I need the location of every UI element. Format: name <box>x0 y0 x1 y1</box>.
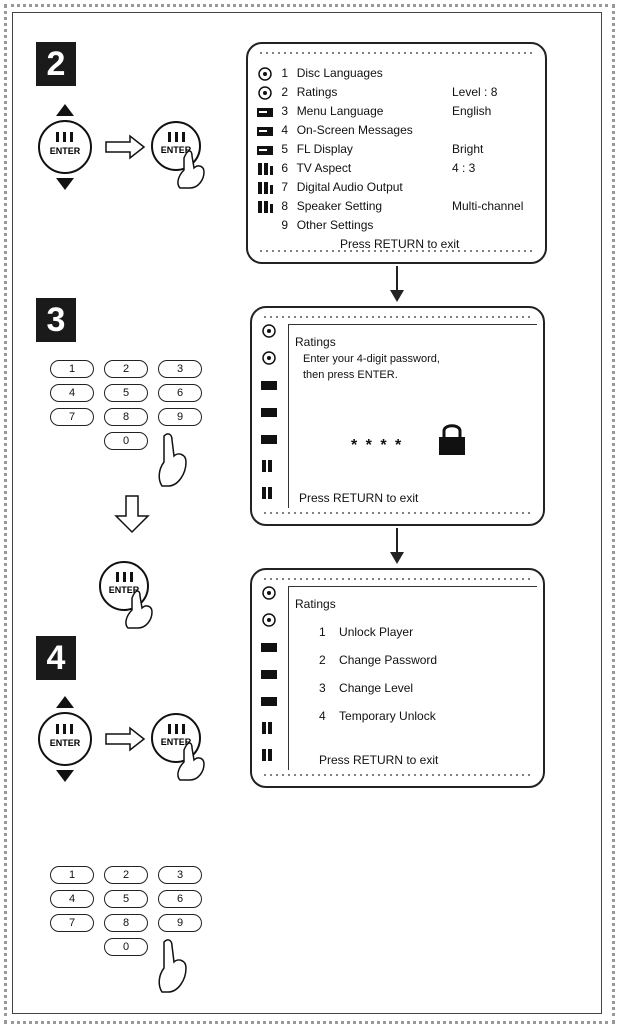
disc-icon <box>260 586 284 605</box>
enter-press-icon: ENTER <box>99 561 153 629</box>
panel-title: Ratings <box>295 335 336 349</box>
speaker-icon <box>260 486 284 505</box>
right-arrow-icon <box>105 134 146 160</box>
step-4-badge: 4 <box>36 636 76 680</box>
right-arrow-icon <box>105 726 146 752</box>
ratings-option[interactable]: 4 Temporary Unlock <box>319 709 436 723</box>
speaker-icon <box>260 748 284 767</box>
keypad-key-5[interactable]: 5 <box>104 890 148 908</box>
keypad-key-2[interactable]: 2 <box>104 360 148 378</box>
keypad-key-7[interactable]: 7 <box>50 408 94 426</box>
player-icon <box>260 667 284 686</box>
player-icon <box>260 405 284 424</box>
menu-item[interactable]: 6 TV Aspect 4 : 3 <box>256 159 537 177</box>
player-icon <box>257 107 273 117</box>
ratings-panel: Ratings 1 Unlock Player 2 Change Passwor… <box>288 586 537 770</box>
panel-title: Ratings <box>295 597 336 611</box>
player-icon <box>260 432 284 451</box>
ratings-option[interactable]: 3 Change Level <box>319 681 414 695</box>
menu-item[interactable]: 3 Menu Language English <box>256 102 537 120</box>
menu-item[interactable]: 5 FL Display Bright <box>256 140 537 158</box>
menu-item[interactable]: 8 Speaker Setting Multi-channel <box>256 197 537 215</box>
keypad-key-7[interactable]: 7 <box>50 914 94 932</box>
keypad-key-4[interactable]: 4 <box>50 890 94 908</box>
instruction-line-2: then press ENTER. <box>303 369 398 381</box>
password-field[interactable]: * * * * <box>351 437 404 454</box>
keypad-key-3[interactable]: 3 <box>158 866 202 884</box>
keypad-key-0[interactable]: 0 <box>104 432 148 450</box>
exit-hint: Press RETURN to exit <box>299 491 419 505</box>
hand-icon <box>177 742 205 781</box>
enter-joystick-icon: ENTER <box>38 104 92 190</box>
setup-menu-screen: 1 Disc Languages 2 Ratings Level : 8 3 M… <box>246 42 547 264</box>
keypad-key-5[interactable]: 5 <box>104 384 148 402</box>
enter-label: ENTER <box>50 146 81 156</box>
lock-icon <box>439 424 465 455</box>
player-icon <box>260 640 284 659</box>
disc-icon <box>258 67 272 81</box>
keypad-key-9[interactable]: 9 <box>158 408 202 426</box>
flow-arrow <box>390 266 404 302</box>
keypad-key-0[interactable]: 0 <box>104 938 148 956</box>
hand-icon <box>125 590 153 629</box>
disc-icon <box>258 86 272 100</box>
keypad-key-1[interactable]: 1 <box>50 360 94 378</box>
menu-item[interactable]: 4 On-Screen Messages <box>256 121 537 139</box>
keypad-key-9[interactable]: 9 <box>158 914 202 932</box>
hand-icon <box>158 433 187 487</box>
keypad-key-8[interactable]: 8 <box>104 914 148 932</box>
speaker-icon <box>258 181 273 194</box>
keypad-key-3[interactable]: 3 <box>158 360 202 378</box>
enter-label: ENTER <box>161 737 192 747</box>
page-border <box>4 4 615 1024</box>
player-icon <box>257 145 273 155</box>
keypad-key-6[interactable]: 6 <box>158 384 202 402</box>
keypad-key-1[interactable]: 1 <box>50 866 94 884</box>
flow-arrow <box>390 528 404 564</box>
exit-hint: Press RETURN to exit <box>319 753 439 767</box>
disc-icon <box>260 324 284 343</box>
password-panel: Ratings Enter your 4-digit password, the… <box>288 324 537 508</box>
keypad-key-2[interactable]: 2 <box>104 866 148 884</box>
speaker-icon <box>258 162 273 175</box>
menu-item[interactable]: 2 Ratings Level : 8 <box>256 83 537 101</box>
keypad-key-6[interactable]: 6 <box>158 890 202 908</box>
content-border <box>12 12 602 1014</box>
password-screen: Ratings Enter your 4-digit password, the… <box>250 306 545 526</box>
enter-label: ENTER <box>161 145 192 155</box>
menu-icons-column <box>260 586 284 775</box>
disc-icon <box>260 351 284 370</box>
exit-hint: Press RETURN to exit <box>340 237 460 251</box>
menu-item[interactable]: 7 Digital Audio Output <box>256 178 537 196</box>
enter-joystick-icon: ENTER <box>38 696 92 782</box>
speaker-icon <box>260 459 284 478</box>
ratings-option[interactable]: 1 Unlock Player <box>319 625 414 639</box>
enter-press-icon: ENTER <box>151 121 205 189</box>
menu-item[interactable]: 1 Disc Languages <box>256 64 537 82</box>
enter-label: ENTER <box>50 738 81 748</box>
step-3-badge: 3 <box>36 298 76 342</box>
down-arrow-icon <box>114 495 150 534</box>
player-icon <box>260 694 284 713</box>
ratings-menu-screen: Ratings 1 Unlock Player 2 Change Passwor… <box>250 568 545 788</box>
player-icon <box>260 378 284 397</box>
enter-label: ENTER <box>109 585 140 595</box>
menu-icons-column <box>260 324 284 513</box>
step-2-badge: 2 <box>36 42 76 86</box>
ratings-option[interactable]: 2 Change Password <box>319 653 438 667</box>
hand-icon <box>158 939 187 993</box>
speaker-icon <box>260 721 284 740</box>
menu-item[interactable]: 9 Other Settings <box>281 218 374 232</box>
keypad-key-8[interactable]: 8 <box>104 408 148 426</box>
player-icon <box>257 126 273 136</box>
disc-icon <box>260 613 284 632</box>
hand-icon <box>177 150 205 189</box>
instruction-line-1: Enter your 4-digit password, <box>303 353 440 365</box>
keypad-key-4[interactable]: 4 <box>50 384 94 402</box>
speaker-icon <box>258 200 273 213</box>
enter-press-icon: ENTER <box>151 713 205 781</box>
